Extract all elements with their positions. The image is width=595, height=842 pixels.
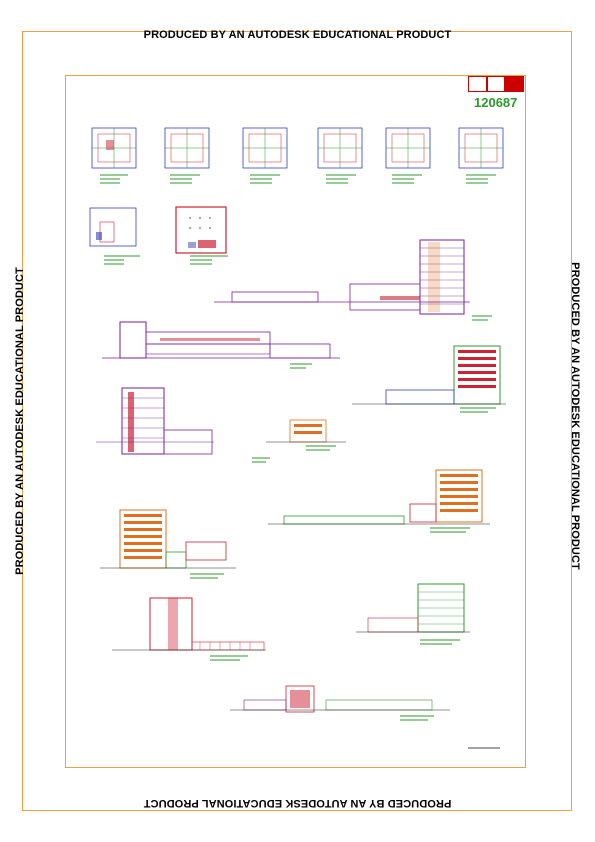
sheet-number: 120687 <box>474 95 518 110</box>
drawing-frame <box>65 75 526 768</box>
floor-plan-2 <box>164 127 210 169</box>
watermark-top: PRODUCED BY AN AUTODESK EDUCATIONAL PROD… <box>143 29 452 41</box>
section-red-tower <box>112 597 266 651</box>
plan-captions <box>100 174 496 184</box>
elevation-green-tower-2 <box>356 583 470 633</box>
elevation-orange-tower-right <box>268 469 490 525</box>
floor-plan-6 <box>458 127 504 169</box>
section-purple-tower <box>96 387 214 455</box>
title-cell-1 <box>468 76 487 92</box>
title-cell-2 <box>486 76 506 92</box>
section-long-2 <box>102 321 340 359</box>
floor-plan-1 <box>91 127 137 169</box>
elevation-orange-tower-left <box>100 509 236 569</box>
floor-plan-7 <box>89 207 137 247</box>
floor-plan-4 <box>317 127 363 169</box>
elevation-green-tower <box>352 345 506 405</box>
elevation-bottom <box>230 685 450 713</box>
floor-plan-3 <box>242 127 288 169</box>
title-block <box>468 76 525 92</box>
floor-plan-5 <box>385 127 431 169</box>
site-plan <box>175 206 227 254</box>
section-tower-1 <box>214 239 470 315</box>
title-cell-3 <box>505 76 525 92</box>
elevation-small-orange <box>266 419 346 443</box>
plan-captions-2 <box>104 255 228 265</box>
outer-frame <box>22 31 572 811</box>
